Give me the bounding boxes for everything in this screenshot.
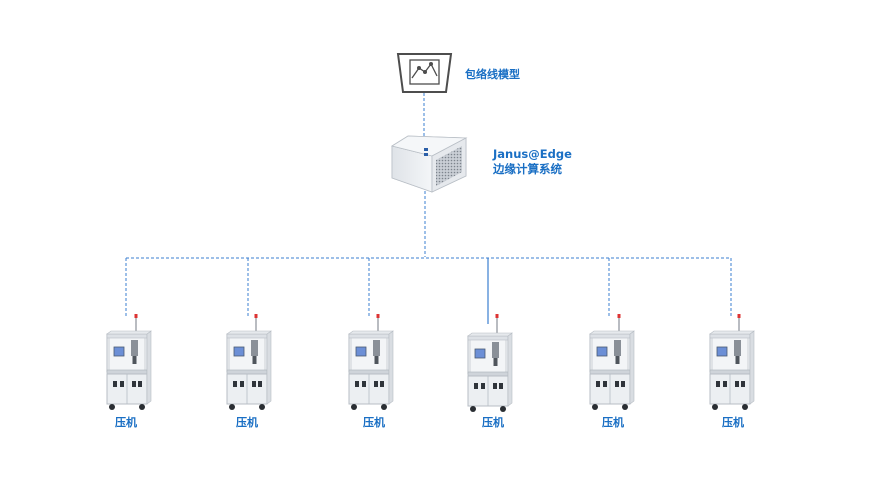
press-label-3: 压机	[363, 416, 385, 429]
server-box-icon	[390, 135, 468, 193]
edge-system-name: Janus@Edge	[493, 147, 572, 161]
press-machine-5	[589, 314, 635, 411]
press-machine-1	[106, 314, 152, 411]
edge-system-label: Janus@Edge 边缘计算系统	[493, 147, 572, 177]
envelope-chart-icon	[396, 53, 453, 93]
edge-system-subtitle: 边缘计算系统	[493, 162, 562, 176]
press-label-6: 压机	[722, 416, 744, 429]
press-label-5: 压机	[602, 416, 624, 429]
press-machine-2	[226, 314, 272, 411]
press-machine-3	[348, 314, 394, 411]
press-label-1: 压机	[115, 416, 137, 429]
press-machine-4	[467, 314, 513, 413]
envelope-model-label: 包络线模型	[465, 68, 520, 81]
press-machine-6	[709, 314, 755, 411]
press-label-4: 压机	[482, 416, 504, 429]
press-label-2: 压机	[236, 416, 258, 429]
